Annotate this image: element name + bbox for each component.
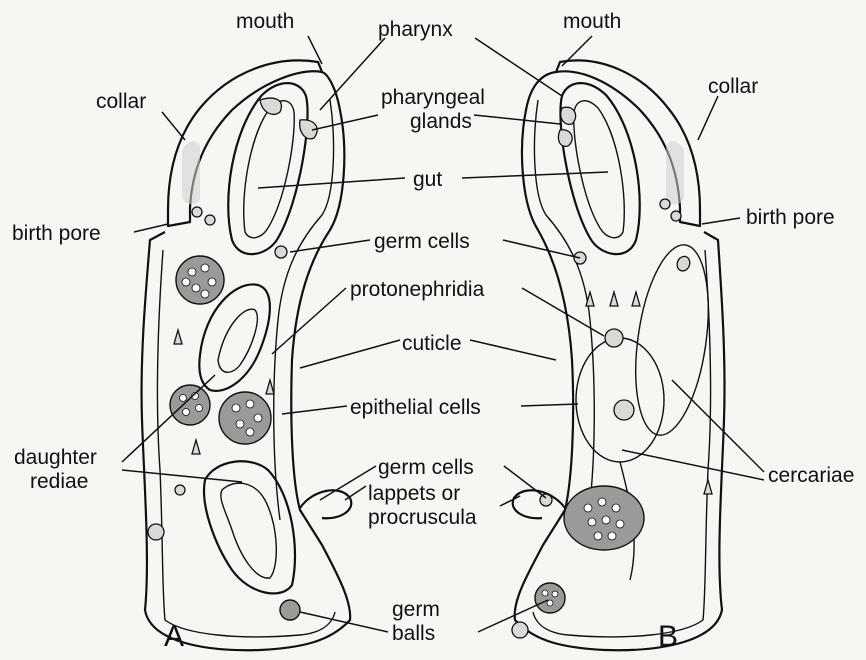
specimen-a-germ-ball: [170, 385, 210, 425]
label-cuticle: cuticle: [402, 332, 462, 355]
specimen-a-flame-cell: [174, 330, 182, 344]
specimen-b-cercaria-sucker: [614, 400, 634, 420]
specimen-a-posterior-cell: [148, 524, 164, 540]
label-germ-cells-top: germ cells: [374, 230, 470, 253]
label-cercariae: cercariae: [768, 464, 854, 487]
specimen-b-flame-cell: [632, 292, 640, 306]
specimen-b-cercaria-sucker: [605, 329, 623, 347]
label-germ: germ: [392, 598, 440, 621]
specimen-a-collar: [182, 141, 200, 204]
specimen-a-pharyngeal-gland: [260, 98, 281, 114]
specimen-a: [142, 60, 352, 650]
specimen-b-collar: [666, 141, 684, 204]
leader-birthpore-b: [702, 218, 740, 224]
leader-daughter-rediae-2: [122, 470, 242, 482]
specimen-a-germ-ball: [176, 256, 224, 304]
leader-cuticle-b: [470, 340, 556, 360]
labels: mouth mouth pharynx pharyngeal glands gu…: [12, 10, 854, 653]
label-lappets: lappets or: [368, 482, 460, 505]
specimen-b-germ-cell: [660, 199, 670, 209]
leader-birthpore-a: [134, 224, 168, 232]
specimen-a-germ-cell: [175, 485, 185, 495]
specimen-b-flame-cell: [610, 292, 618, 306]
specimen-b-flame-cell: [704, 480, 712, 494]
specimen-a-daughter-redia-gut: [218, 309, 257, 372]
leader-lappets-b: [500, 496, 520, 506]
label-glands: glands: [410, 110, 472, 133]
specimen-a-lappet: [300, 490, 351, 518]
specimen-a-germ-cell: [205, 215, 215, 225]
specimen-b-germ-ball: [564, 486, 644, 550]
specimen-a-germ-cell: [275, 246, 287, 258]
specimen-b-cercaria-eyespot: [677, 256, 690, 271]
specimen-a-germ-ball: [280, 600, 300, 620]
leader-cercariae-1: [672, 380, 764, 472]
leader-pharyngeal-b: [474, 115, 560, 124]
label-balls: balls: [392, 622, 435, 645]
specimen-b-pharyngeal-gland: [558, 130, 572, 147]
leader-pharynx-b: [475, 38, 562, 96]
label-panel-b: B: [658, 620, 678, 653]
specimen-b-germ-cell: [671, 211, 681, 221]
label-panel-a: A: [164, 620, 184, 653]
leader-lappets-a: [345, 486, 366, 500]
label-collar-a: collar: [96, 90, 146, 113]
specimen-a-flame-cell: [266, 380, 274, 394]
specimen-b-germ-ball: [535, 583, 565, 613]
leader-pharyngeal-a: [312, 115, 378, 130]
label-procruscula: procruscula: [368, 506, 477, 529]
label-gut: gut: [413, 168, 442, 191]
specimen-b-inner-wall: [533, 250, 711, 637]
label-protonephridia: protonephridia: [350, 278, 485, 301]
leader-collar-a: [162, 112, 185, 140]
leader-cercariae-2: [622, 450, 764, 480]
label-epithelial-cells: epithelial cells: [350, 396, 481, 419]
specimen-a-flame-cell: [192, 440, 200, 454]
leader-cuticle-a: [300, 340, 400, 368]
leader-epithelial-b: [521, 404, 578, 406]
specimen-a-daughter-redia: [204, 461, 295, 593]
label-germ-cells-bottom: germ cells: [378, 456, 474, 479]
leader-collar-b: [698, 96, 718, 140]
label-daughter: daughter: [14, 446, 97, 469]
label-rediae: rediae: [30, 470, 88, 493]
specimen-b-posterior-cell: [512, 622, 528, 638]
specimen-a-germ-cell: [192, 207, 202, 217]
specimen-b-cercaria: [625, 240, 719, 440]
label-collar-b: collar: [708, 75, 758, 98]
specimen-b-lappet: [513, 490, 565, 518]
leader-germ-cells-bottom-b: [504, 466, 546, 498]
leader-protonephridia-a: [272, 288, 346, 354]
specimen-b-cercaria: [576, 338, 664, 462]
specimen-a-cuticle: [274, 100, 334, 520]
label-pharyngeal: pharyngeal: [381, 86, 485, 109]
leader-pharynx-a: [320, 38, 385, 110]
leader-germ-cells-top-b: [503, 240, 580, 258]
leader-mouth-a: [308, 36, 322, 64]
specimen-b-cuticle: [534, 100, 594, 520]
specimen-b: [512, 60, 725, 650]
specimen-b-pharyngeal-gland: [561, 107, 576, 124]
label-birth-pore-a: birth pore: [12, 222, 101, 245]
specimen-a-body-left: [142, 72, 351, 650]
leader-germ-balls-a: [300, 612, 388, 632]
specimen-a-germ-ball: [219, 392, 271, 444]
label-mouth-a: mouth: [236, 10, 294, 33]
label-pharynx: pharynx: [378, 18, 453, 41]
label-mouth-b: mouth: [563, 10, 621, 33]
label-birth-pore-b: birth pore: [746, 206, 835, 229]
